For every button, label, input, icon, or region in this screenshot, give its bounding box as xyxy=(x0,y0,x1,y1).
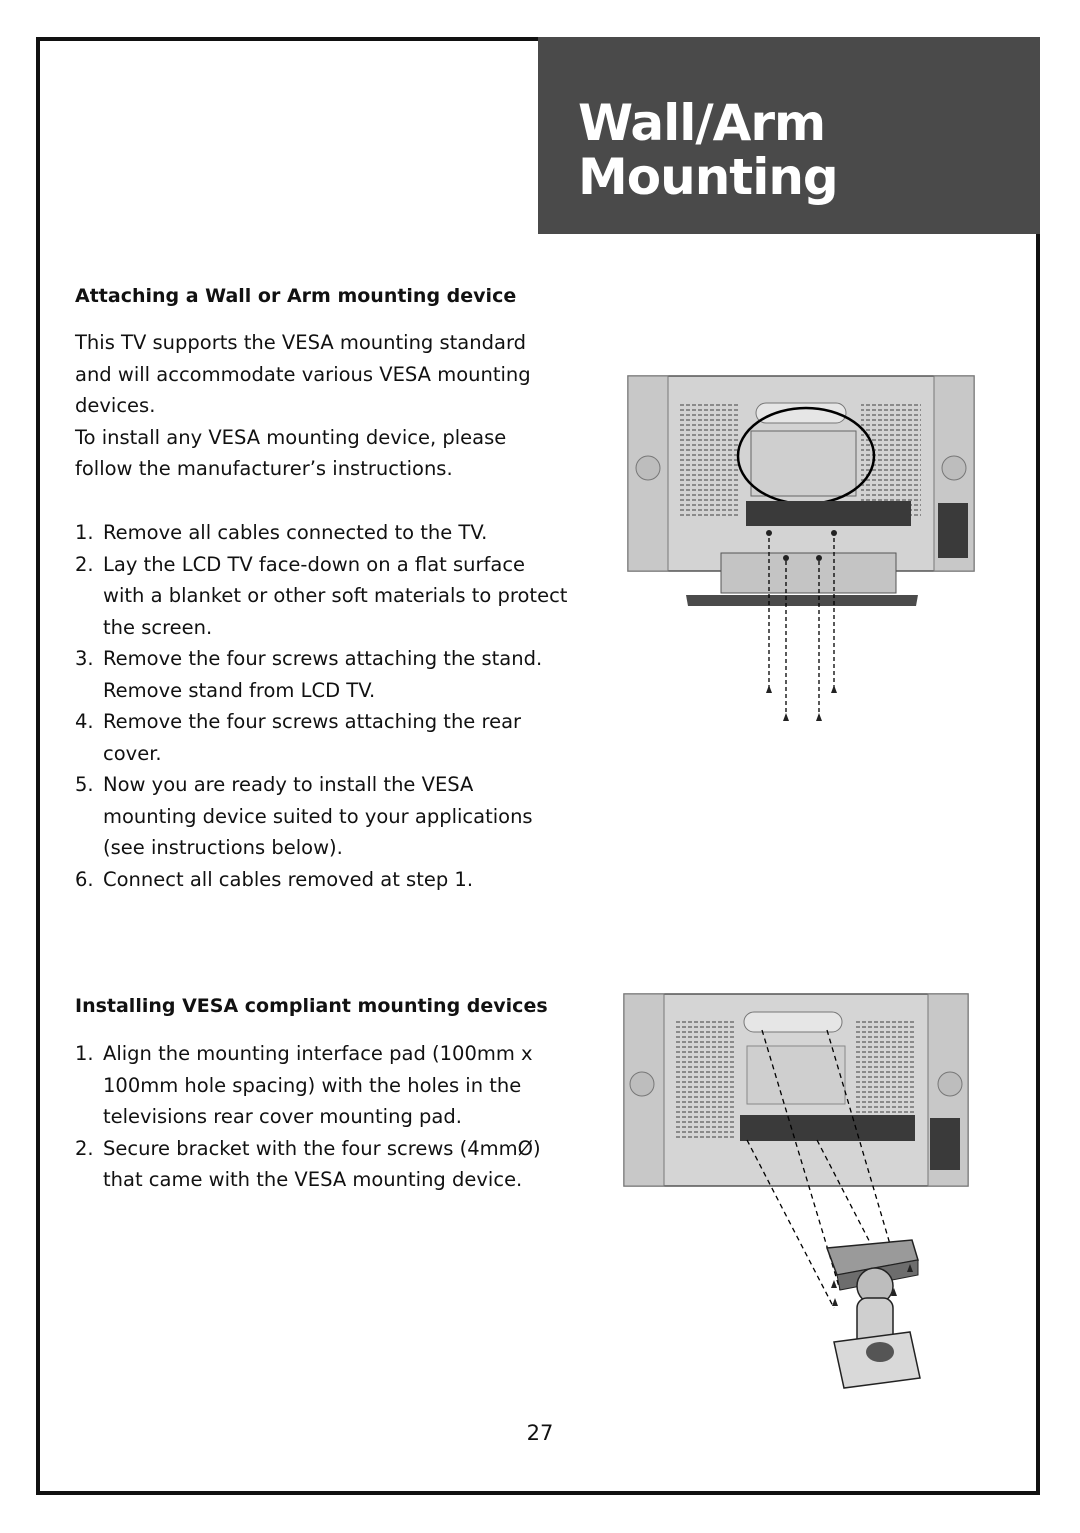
list-item: 4. Remove the four screws attaching the … xyxy=(75,706,567,769)
step-text: Remove the four screws attaching the sta… xyxy=(103,647,543,670)
vesa-arm-bracket xyxy=(825,1239,921,1389)
screw-icon xyxy=(831,1264,913,1306)
list-item: 5. Now you are ready to install the VESA… xyxy=(75,769,567,864)
step-number: 2. xyxy=(75,1136,94,1160)
list-item: 2. Secure bracket with the four screws (… xyxy=(75,1133,541,1196)
list-item: 2. Lay the LCD TV face-down on a flat su… xyxy=(75,549,567,644)
step-text: Secure bracket with the four screws (4mm… xyxy=(103,1136,541,1160)
list-item: 1. Remove all cables connected to the TV… xyxy=(75,517,567,549)
section-heading-installing: Installing VESA compliant mounting devic… xyxy=(75,995,548,1017)
intro-line: and will accommodate various VESA mounti… xyxy=(75,362,531,386)
list-item: 3. Remove the four screws attaching the … xyxy=(75,643,567,706)
step-number: 6. xyxy=(75,867,94,891)
removal-steps-list: 1. Remove all cables connected to the TV… xyxy=(75,517,567,895)
step-number: 1. xyxy=(75,1042,94,1065)
step-text: with a blanket or other soft materials t… xyxy=(103,584,568,607)
step-text: Remove stand from LCD TV. xyxy=(103,678,376,702)
step-text: Align the mounting interface pad (100mm … xyxy=(103,1042,533,1065)
step-number: 4. xyxy=(75,710,94,733)
install-steps-list: 1. Align the mounting interface pad (100… xyxy=(75,1038,541,1196)
tv-rear-stand-removal-illustration xyxy=(627,375,975,721)
page-number: 27 xyxy=(526,1421,554,1445)
intro-line: devices. xyxy=(75,394,156,417)
step-text: Remove all cables connected to the TV. xyxy=(103,521,488,544)
step-text: cover. xyxy=(103,741,162,765)
section-heading-attaching: Attaching a Wall or Arm mounting device xyxy=(75,285,517,307)
title-banner: Wall/Arm Mounting xyxy=(538,37,1040,234)
step-text: Remove the four screws attaching the rea… xyxy=(103,710,522,733)
intro-line: follow the manufacturer’s instructions. xyxy=(75,457,453,480)
step-text: (see instructions below). xyxy=(103,836,343,859)
step-number: 3. xyxy=(75,647,94,670)
step-text: 100mm hole spacing) with the holes in th… xyxy=(103,1073,522,1097)
step-text: mounting device suited to your applicati… xyxy=(103,804,533,828)
intro-line: To install any VESA mounting device, ple… xyxy=(75,425,507,449)
step-text: that came with the VESA mounting device. xyxy=(103,1168,523,1191)
step-number: 1. xyxy=(75,521,94,544)
step-text: the screen. xyxy=(103,615,213,639)
intro-paragraph: This TV supports the VESA mounting stand… xyxy=(75,327,531,485)
page-title-line-2: Mounting xyxy=(578,148,839,206)
list-item: 6. Connect all cables removed at step 1. xyxy=(75,864,567,896)
intro-line: This TV supports the VESA mounting stand… xyxy=(75,331,526,354)
step-text: televisions rear cover mounting pad. xyxy=(103,1105,462,1128)
step-number: 5. xyxy=(75,773,94,796)
step-text: Connect all cables removed at step 1. xyxy=(103,867,474,891)
step-text: Lay the LCD TV face-down on a flat surfa… xyxy=(103,552,526,576)
list-item: 1. Align the mounting interface pad (100… xyxy=(75,1038,541,1133)
screw-icon xyxy=(766,530,837,721)
page-title-line-1: Wall/Arm xyxy=(578,94,826,152)
vesa-bracket-mounting-illustration xyxy=(623,993,969,1389)
step-number: 2. xyxy=(75,552,94,576)
step-text: Now you are ready to install the VESA xyxy=(103,773,474,796)
